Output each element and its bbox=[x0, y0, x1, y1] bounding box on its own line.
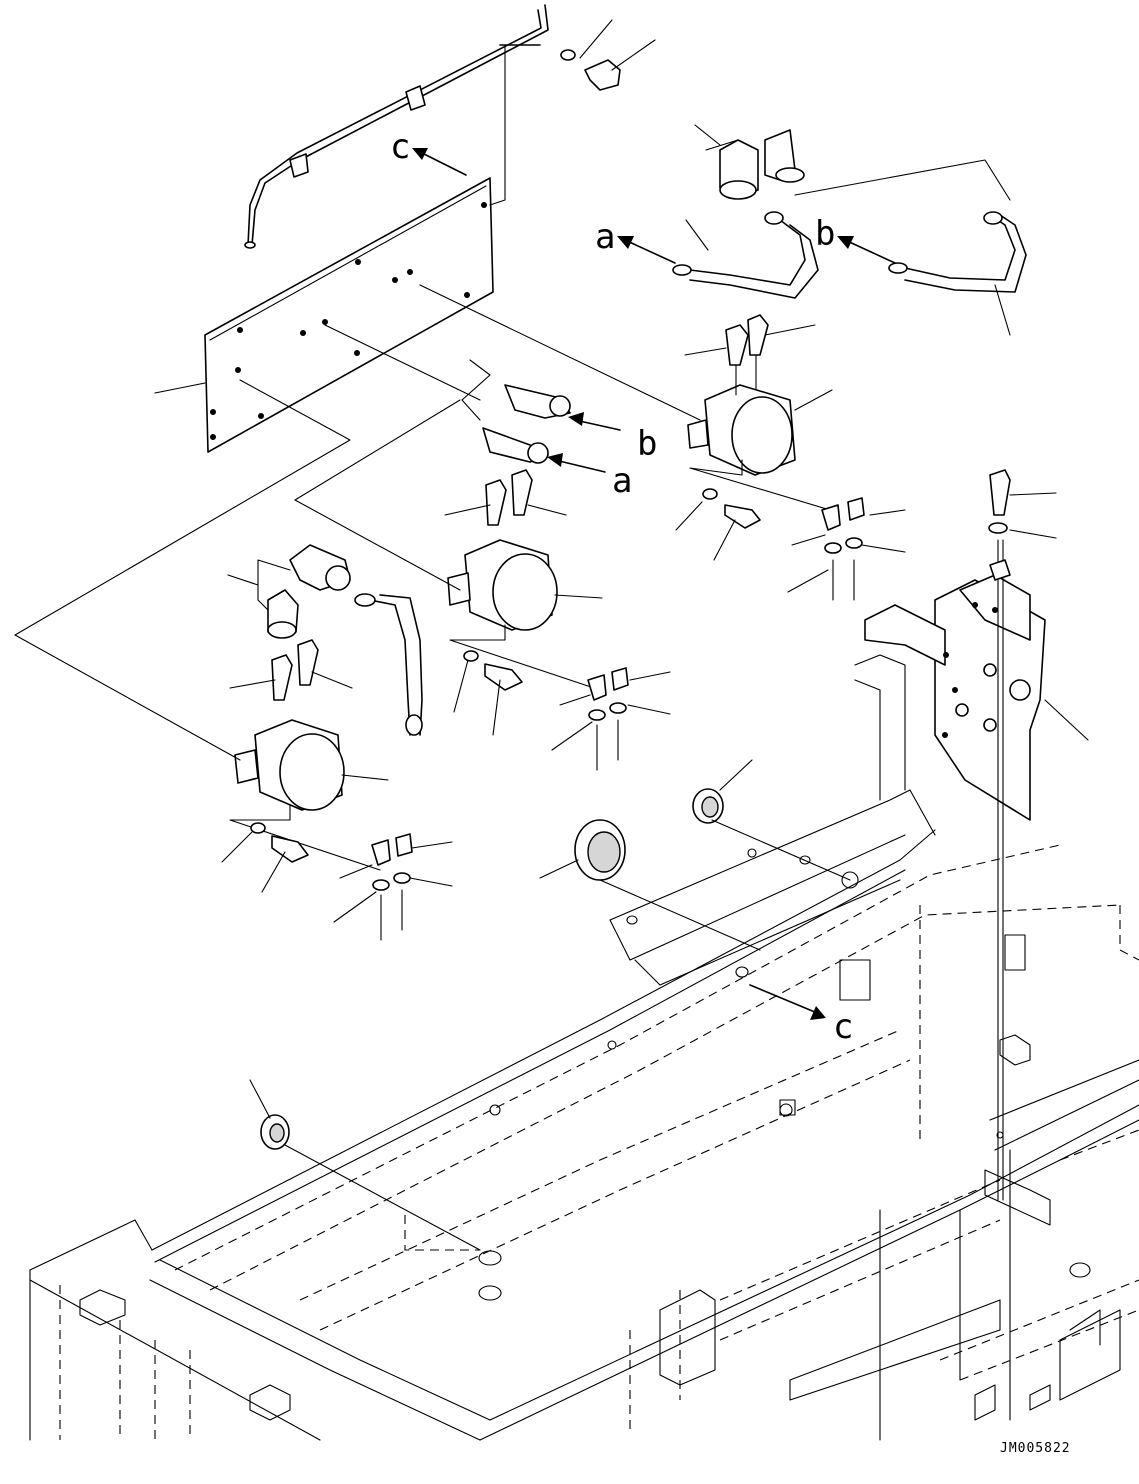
assembly-guide-lines bbox=[14, 284, 701, 761]
battery-relay-1 bbox=[684, 314, 833, 511]
ref-label-a-top: a bbox=[595, 217, 615, 257]
grommet-large bbox=[539, 819, 761, 951]
ref-label-a-mid: a bbox=[612, 461, 632, 501]
arrow-c-top bbox=[412, 148, 467, 176]
battery-relay-2 bbox=[444, 469, 603, 691]
bracket-bolt bbox=[988, 469, 1057, 1201]
arrow-a-mid bbox=[547, 453, 606, 473]
arrow-b-top bbox=[837, 236, 896, 264]
arrow-c-bottom bbox=[749, 984, 826, 1020]
grommet-small-lower bbox=[249, 1079, 481, 1251]
battery-cable-b bbox=[888, 211, 1027, 336]
ref-label-b-mid: b bbox=[637, 424, 657, 464]
ref-label-b-top: b bbox=[815, 214, 835, 254]
machine-frame bbox=[29, 654, 1139, 1441]
cover-plate bbox=[204, 177, 494, 453]
terminal-boots-top bbox=[694, 124, 1011, 201]
arrow-b-mid bbox=[568, 412, 621, 431]
terminal-boots-left bbox=[227, 544, 351, 639]
top-washer-bolt bbox=[560, 19, 656, 91]
ref-label-c-bottom: c bbox=[833, 1007, 853, 1047]
arrow-a-top bbox=[617, 236, 676, 264]
drawing-code: JM005822 bbox=[1000, 1441, 1071, 1456]
terminal-boots-middle bbox=[461, 359, 571, 464]
relay-3-fasteners bbox=[221, 822, 453, 941]
wire-harness-top bbox=[244, 4, 549, 249]
grommet-small-upper bbox=[692, 759, 851, 881]
mounting-bracket bbox=[864, 574, 1089, 821]
relay-2-fasteners bbox=[453, 650, 671, 771]
relay-1-fasteners bbox=[675, 488, 906, 601]
battery-cable-a bbox=[672, 211, 819, 299]
battery-cable-left bbox=[354, 593, 423, 736]
ref-label-c-top: c bbox=[390, 127, 410, 167]
battery-relay-3 bbox=[229, 639, 389, 871]
